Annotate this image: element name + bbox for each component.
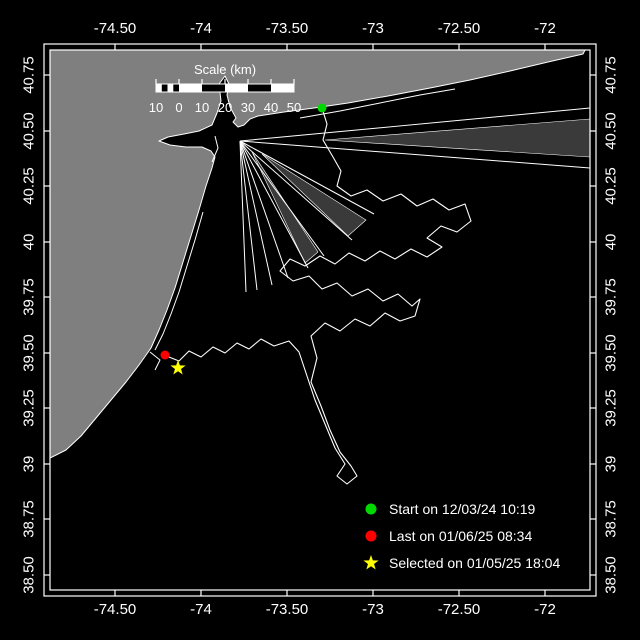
legend-last-label: Last on 01/06/25 08:34 (389, 528, 532, 544)
scale-bar-segment (167, 84, 174, 92)
legend: Start on 12/03/24 10:19 Last on 01/06/25… (363, 501, 560, 571)
scale-bar: Scale (km) 10 0 10 20 30 40 50 (149, 62, 301, 115)
scale-tick-label: 0 (175, 100, 182, 115)
lat-label: 40.50 (603, 112, 620, 150)
lon-label: -73.50 (266, 20, 309, 37)
lon-label: -74.50 (94, 20, 137, 37)
last-marker[interactable] (160, 350, 170, 360)
frame-ticks (44, 44, 596, 596)
lat-label: 40 (603, 234, 620, 251)
scale-bar-segment (179, 84, 202, 92)
longitude-labels-bottom: -74.50 -74 -73.50 -73 -72.50 -72 (94, 601, 556, 618)
long-island-barrier-coastline (299, 88, 456, 119)
sandy-hook-spit-coastline (211, 135, 219, 163)
scale-bar-segment (225, 84, 248, 92)
lat-label: 38.50 (21, 556, 38, 594)
lat-label: 40.50 (21, 112, 38, 150)
scale-bar-segment (271, 84, 294, 92)
scale-tick-label: 30 (241, 100, 255, 115)
lat-label: 39.75 (603, 278, 620, 316)
longitude-labels-top: -74.50 -74 -73.50 -73 -72.50 -72 (94, 20, 556, 37)
map-frame (43, 43, 597, 597)
lat-label: 39 (603, 456, 620, 473)
land-polygon (50, 50, 586, 459)
lat-label: 39 (21, 456, 38, 473)
scale-bar-ticks (155, 79, 295, 84)
lon-label: -72 (534, 20, 556, 37)
legend-selected-label: Selected on 01/05/25 18:04 (389, 555, 560, 571)
legend-start-dot-icon (365, 503, 377, 515)
lat-label: 39.25 (603, 389, 620, 427)
scale-tick-label: 20 (218, 100, 232, 115)
shipping-lane-zone-southeast (261, 153, 367, 237)
lon-label: -72 (534, 601, 556, 618)
lane-line (239, 140, 289, 279)
lon-label: -73 (362, 601, 384, 618)
scale-tick-label: 50 (287, 100, 301, 115)
new-jersey-barrier-coastline (154, 211, 204, 351)
legend-start-label: Start on 12/03/24 10:19 (389, 501, 536, 517)
lane-line (239, 140, 590, 169)
scale-tick-label: 10 (195, 100, 209, 115)
scale-tick-label: 40 (264, 100, 278, 115)
lat-label: 40.75 (603, 56, 620, 94)
lat-label: 38.75 (21, 500, 38, 538)
lon-label: -74 (190, 601, 212, 618)
lane-line (239, 140, 247, 293)
drifter-track[interactable] (164, 107, 472, 485)
lat-label: 38.75 (603, 500, 620, 538)
lane-line (239, 140, 353, 241)
lon-label: -72.50 (438, 20, 481, 37)
lat-label: 40.25 (603, 167, 620, 205)
frame-outer (43, 43, 597, 597)
lane-line (239, 140, 273, 286)
shipping-lane-zone-east (324, 118, 590, 158)
scale-tick-label: 10 (149, 100, 163, 115)
lat-label: 39.75 (21, 278, 38, 316)
lon-label: -73.50 (266, 601, 309, 618)
lat-label: 39.50 (603, 334, 620, 372)
lat-label: 40 (21, 234, 38, 251)
lon-label: -74 (190, 20, 212, 37)
lat-label: 38.50 (603, 556, 620, 594)
lane-line (239, 140, 325, 257)
frame-inner (49, 49, 591, 591)
lane-line (239, 107, 590, 142)
scale-bar-segment (156, 84, 162, 92)
latitude-labels-right: 40.75 40.50 40.25 40 39.75 39.50 39.25 3… (603, 56, 620, 594)
lat-label: 40.25 (21, 167, 38, 205)
lat-label: 39.25 (21, 389, 38, 427)
lon-label: -73 (362, 20, 384, 37)
shipping-lane-lines (239, 107, 590, 293)
latitude-labels-left: 40.75 40.50 40.25 40 39.75 39.50 39.25 3… (21, 56, 38, 594)
atlantic-city-inlet-coastline (149, 351, 161, 371)
lane-line (239, 140, 309, 269)
scale-bar-numbers: 10 0 10 20 30 40 50 (149, 100, 301, 115)
lon-label: -74.50 (94, 601, 137, 618)
lon-label: -72.50 (438, 601, 481, 618)
lane-line (239, 140, 375, 215)
start-marker[interactable] (317, 103, 327, 113)
legend-last-dot-icon (365, 530, 377, 542)
lat-label: 39.50 (21, 334, 38, 372)
lat-label: 40.75 (21, 56, 38, 94)
lane-line (239, 140, 258, 291)
scale-bar-title: Scale (km) (194, 62, 256, 77)
